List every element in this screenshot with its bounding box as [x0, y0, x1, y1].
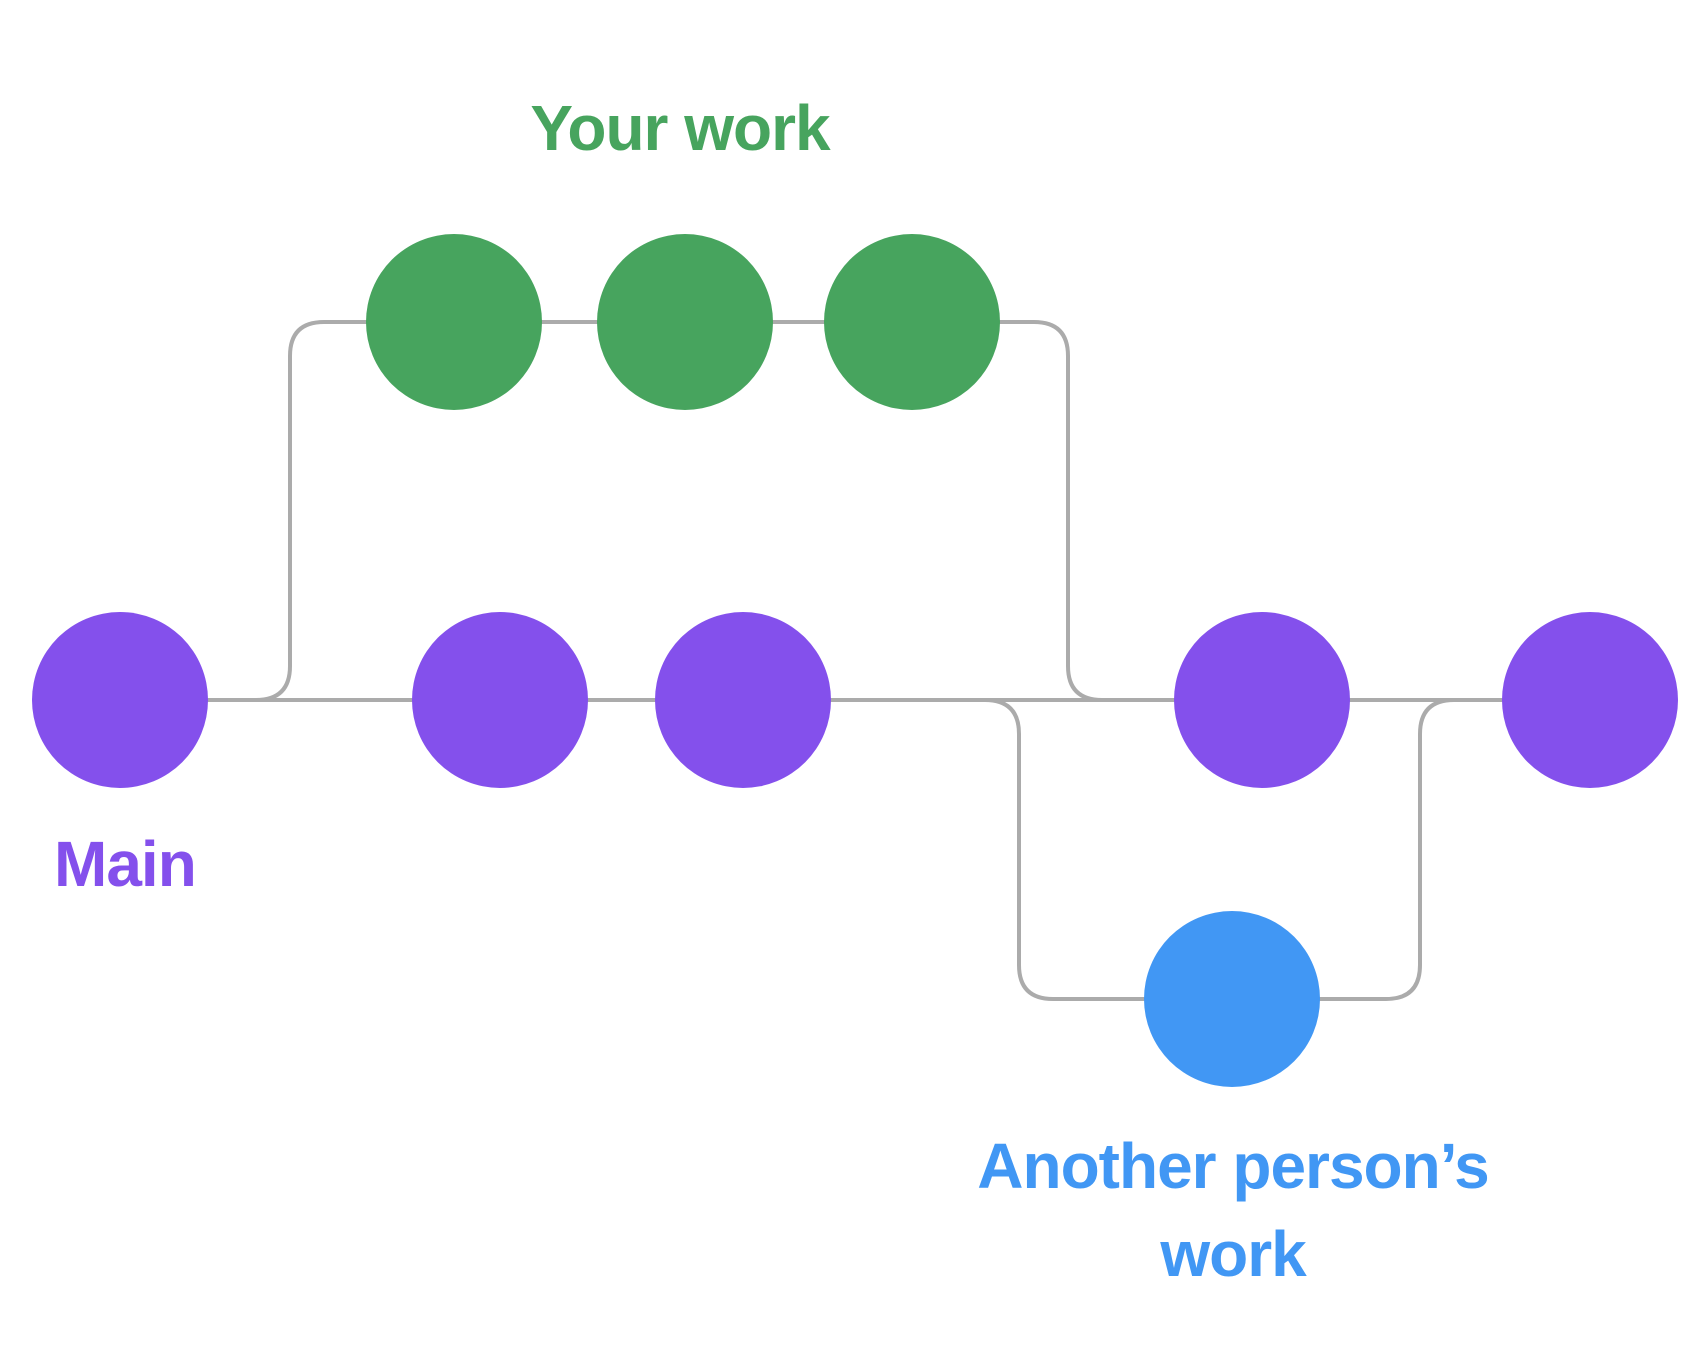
another-person-branch-label-line1: Another person’s	[977, 1130, 1489, 1202]
your-work-branch-label: Your work	[530, 92, 830, 164]
main-branch-label: Main	[54, 828, 197, 900]
another-person-branch-label: Another person’s work	[977, 1122, 1489, 1298]
commit-node-main-3	[655, 612, 831, 788]
commit-node-main-1	[32, 612, 208, 788]
commit-node-main-5	[1502, 612, 1678, 788]
commit-node-main-4	[1174, 612, 1350, 788]
another-person-branch-label-line2: work	[1160, 1218, 1306, 1290]
commit-node-another-person-1	[1144, 911, 1320, 1087]
commit-node-your-work-2	[597, 234, 773, 410]
commit-node-your-work-1	[366, 234, 542, 410]
commit-node-main-2	[412, 612, 588, 788]
commit-node-your-work-3	[824, 234, 1000, 410]
